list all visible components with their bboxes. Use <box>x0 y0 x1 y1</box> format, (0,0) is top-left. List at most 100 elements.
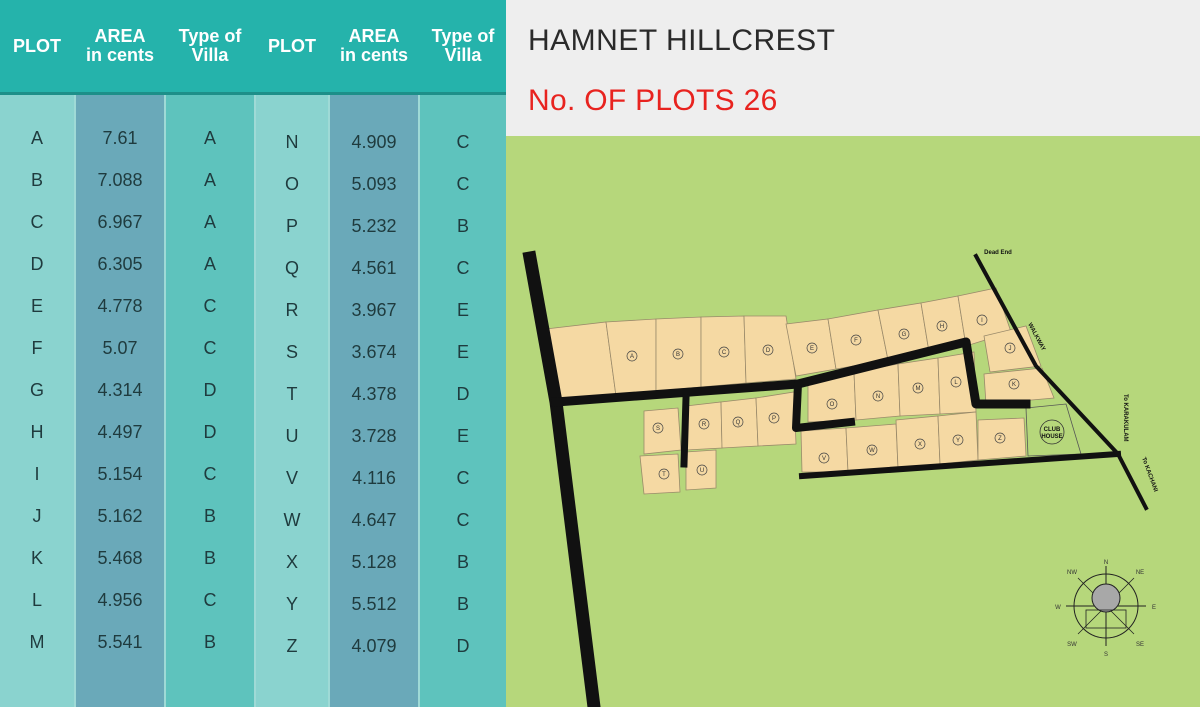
compass-sw: SW <box>1067 642 1077 648</box>
table-cell-plot: T <box>286 384 298 404</box>
column-divider <box>74 0 76 707</box>
table-cell-plot: M <box>29 632 45 652</box>
plot-label-U: U <box>700 468 704 474</box>
plot-label-I: I <box>981 318 983 324</box>
table-cell-area: 5.512 <box>351 594 397 614</box>
table-cell-area: 5.468 <box>97 548 143 568</box>
plot-label-W: W <box>869 448 875 454</box>
table-cell-area: 4.497 <box>97 422 143 442</box>
table-cell-plot: P <box>285 216 298 236</box>
compass-nw: NW <box>1067 570 1077 576</box>
to-karakulam-label: To KARAKULAM <box>1122 394 1128 442</box>
column-area-right <box>330 0 418 707</box>
table-cell-plot: D <box>30 254 44 274</box>
plot-K <box>983 367 1055 405</box>
table-cell-area: 6.305 <box>97 254 143 274</box>
plot-label-P: P <box>772 416 776 422</box>
plot-label-K: K <box>1012 382 1016 388</box>
column-divider <box>254 0 256 707</box>
plot-label-T: T <box>662 472 666 478</box>
table-cell-plot: R <box>285 300 299 320</box>
site-map: CLUB HOUSE Dead End WALKWAY To KARAKULAM… <box>506 136 1200 707</box>
plot-label-E: E <box>810 346 814 352</box>
column-area-left <box>76 0 164 707</box>
table-cell-plot: Q <box>284 258 299 278</box>
table-cell-plot: U <box>285 426 299 446</box>
site-plan-svg: CLUB HOUSE Dead End WALKWAY To KARAKULAM… <box>522 250 1158 707</box>
table-cell-area: 5.128 <box>351 552 397 572</box>
plot-label-A: A <box>630 354 634 360</box>
plot-label-C: C <box>722 350 727 356</box>
table-cell-type: B <box>456 594 469 614</box>
table-cell-plot: Y <box>285 594 298 614</box>
table-cell-area: 5.154 <box>97 464 143 484</box>
club-house-label: HOUSE <box>1041 434 1062 440</box>
road-network <box>522 250 1149 707</box>
table-cell-plot: W <box>283 510 301 530</box>
table-cell-type: D <box>203 422 217 442</box>
table-cell-type: A <box>203 212 216 232</box>
table-cell-plot: G <box>29 380 44 400</box>
table-cell-area: 3.674 <box>351 342 397 362</box>
table-cell-area: 5.093 <box>351 174 397 194</box>
table-cell-type: B <box>203 506 216 526</box>
header-plot: PLOT <box>13 35 61 56</box>
table-cell-type: C <box>203 590 217 610</box>
compass-se: SE <box>1136 642 1144 648</box>
table-cell-area: 4.778 <box>97 296 143 316</box>
dead-end-label: Dead End <box>984 250 1012 256</box>
plot-label-V: V <box>822 456 826 462</box>
table-cell-type: C <box>203 296 217 316</box>
plot-label-B: B <box>676 352 680 358</box>
table-cell-area: 4.561 <box>351 258 397 278</box>
table-cell-area: 5.541 <box>97 632 143 652</box>
compass-n: N <box>1104 560 1108 566</box>
table-cell-area: 7.088 <box>97 170 143 190</box>
plot-J <box>983 325 1042 373</box>
plot-label-G: G <box>902 332 907 338</box>
column-type-left <box>166 0 254 707</box>
table-cell-area: 4.116 <box>352 468 396 488</box>
table-cell-type: C <box>456 510 470 530</box>
table-cell-type: B <box>203 632 216 652</box>
plot-label-Q: Q <box>736 420 741 426</box>
club-house <box>1039 419 1065 445</box>
plot-D <box>743 315 797 384</box>
table-cell-plot: V <box>285 468 298 488</box>
table-cell-type: A <box>203 170 216 190</box>
plot-label-Y: Y <box>956 438 960 444</box>
plot-label-S: S <box>656 426 660 432</box>
table-cell-type: C <box>456 132 470 152</box>
header-plot: PLOT <box>268 35 316 56</box>
plot-markers <box>626 314 1020 480</box>
to-kachani-label: To KACHANI <box>1140 457 1158 493</box>
plot-label-F: F <box>854 338 858 344</box>
table-cell-type: A <box>203 254 216 274</box>
table-cell-plot: N <box>285 132 299 152</box>
table-cell-area: 3.728 <box>351 426 397 446</box>
compass-rose: N NE E SE S SW W NW <box>1055 560 1156 658</box>
table-cell-area: 6.967 <box>97 212 143 232</box>
table-cell-type: C <box>456 468 470 488</box>
table-cell-plot: K <box>30 548 43 568</box>
table-cell-type: E <box>456 300 469 320</box>
compass-ne: NE <box>1136 570 1144 576</box>
plot-label-O: O <box>830 402 835 408</box>
plot-Z <box>977 417 1027 461</box>
table-cell-type: C <box>456 258 470 278</box>
table-cell-type: B <box>456 552 469 572</box>
table-cell-type: A <box>203 128 216 148</box>
table-cell-area: 5.07 <box>102 338 138 358</box>
table-cell-type: D <box>456 384 470 404</box>
table-cell-type: E <box>456 342 469 362</box>
column-plot-right <box>256 0 328 707</box>
table-cell-type: D <box>203 380 217 400</box>
column-divider <box>418 0 420 707</box>
compass-s: S <box>1104 652 1108 658</box>
table-cell-type: C <box>203 338 217 358</box>
table-cell-plot: S <box>285 342 298 362</box>
